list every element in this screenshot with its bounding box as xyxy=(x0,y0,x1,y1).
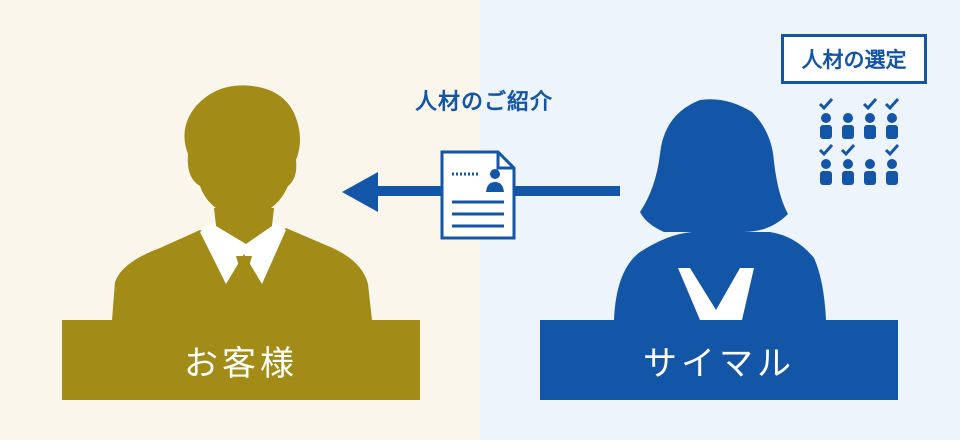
candidate-person-icon xyxy=(884,98,900,139)
check-icon xyxy=(862,98,878,111)
selection-badge: 人材の選定 xyxy=(781,34,927,84)
candidate-person-icon xyxy=(818,144,834,185)
selection-label: 人材の選定 xyxy=(801,48,907,72)
candidate-person-icon xyxy=(818,98,834,139)
client-label: お客様 xyxy=(184,343,298,384)
check-icon xyxy=(818,98,834,111)
candidate-person-icon xyxy=(862,98,878,139)
check-icon xyxy=(884,98,900,111)
candidate-person-icon xyxy=(840,144,856,185)
provider-label: サイマル xyxy=(643,343,795,384)
candidate-person-icon xyxy=(864,159,876,185)
check-icon xyxy=(818,144,834,157)
check-icon xyxy=(884,144,900,157)
candidate-person-icon xyxy=(884,144,900,185)
candidate-person-icon xyxy=(842,113,854,139)
client-label-box: お客様 xyxy=(62,320,420,400)
flow-label: 人材のご紹介 xyxy=(414,90,553,115)
provider-label-box: サイマル xyxy=(540,320,898,400)
check-icon xyxy=(840,144,856,157)
